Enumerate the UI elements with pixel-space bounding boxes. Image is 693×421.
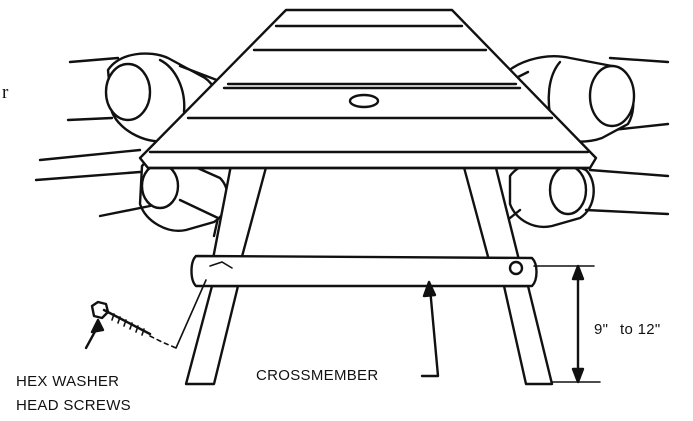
dimension-low-label: 9"	[594, 321, 608, 338]
screws-label-line2: HEAD SCREWS	[16, 397, 131, 414]
dimension-high-label: to 12"	[620, 321, 661, 338]
right-bench-logs	[496, 55, 670, 229]
crossmember-bolt-hole	[508, 260, 524, 276]
hex-washer-screw	[90, 279, 207, 349]
umbrella-hole	[348, 93, 380, 109]
crossmember-label: CROSSMEMBER	[256, 367, 378, 384]
annotation-leaders	[84, 264, 601, 384]
crossmember	[190, 254, 538, 288]
cut-off-text: r	[2, 82, 9, 103]
screws-label-line1: HEX WASHER	[16, 373, 119, 390]
tabletop	[138, 8, 598, 170]
